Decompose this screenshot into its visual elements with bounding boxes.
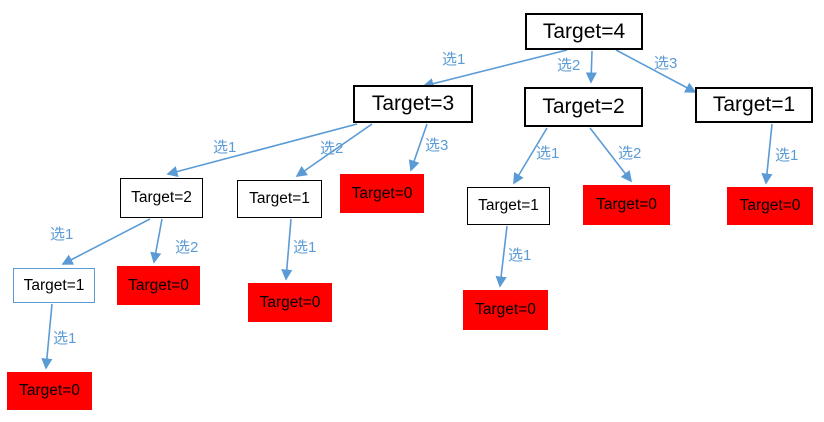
edge-t3-to-t0 bbox=[408, 123, 428, 172]
node-target0-leaf-5: Target=0 bbox=[248, 283, 332, 322]
edge-label-t2d-choice1: 选1 bbox=[50, 226, 74, 243]
node-target1-level3-right: Target=1 bbox=[467, 187, 550, 225]
edge-label-root-choice3: 选3 bbox=[654, 55, 678, 72]
edge-root-to-target1 bbox=[615, 49, 697, 93]
edge-label-t1c-choice1: 选1 bbox=[775, 147, 799, 164]
node-target4-root: Target=4 bbox=[525, 13, 643, 50]
node-target0-leaf-1: Target=0 bbox=[340, 174, 424, 213]
edge-label-t1e-choice1: 选1 bbox=[293, 239, 317, 256]
edge-root-to-target3 bbox=[422, 49, 568, 90]
edge-t1c-to-t0 bbox=[761, 123, 773, 185]
node-target0-leaf-4: Target=0 bbox=[117, 266, 200, 305]
node-target1-level4-blue-border: Target=1 bbox=[13, 268, 95, 303]
edge-label-t2d-choice2: 选2 bbox=[175, 239, 199, 256]
edge-label-t1g-choice1: 选1 bbox=[508, 247, 532, 264]
edge-t3-to-t2 bbox=[166, 123, 358, 177]
node-target0-leaf-3: Target=0 bbox=[727, 187, 813, 225]
node-target2-level2: Target=2 bbox=[524, 87, 643, 127]
edge-label-t3-choice3: 选3 bbox=[425, 137, 449, 154]
node-target1-level3-left: Target=1 bbox=[237, 180, 322, 218]
edge-t2d-to-t1 bbox=[61, 218, 151, 265]
node-target0-leaf-2: Target=0 bbox=[583, 185, 670, 225]
node-target3: Target=3 bbox=[353, 85, 473, 123]
edge-t1g-to-t0 bbox=[495, 225, 508, 288]
edge-root-to-target2 bbox=[585, 50, 597, 84]
node-target1-level2: Target=1 bbox=[695, 87, 813, 123]
node-target0-leaf-7: Target=0 bbox=[7, 372, 92, 410]
edge-t2b-to-t0 bbox=[589, 127, 633, 183]
edge-label-t3-choice2: 选2 bbox=[320, 140, 344, 157]
edge-label-t1j-choice1: 选1 bbox=[53, 330, 77, 347]
edge-label-root-choice1: 选1 bbox=[442, 51, 466, 68]
edge-label-t2b-choice1: 选1 bbox=[536, 145, 560, 162]
edge-label-t2b-choice2: 选2 bbox=[618, 145, 642, 162]
edge-t1e-to-t0 bbox=[281, 218, 293, 281]
edge-t2d-to-t0 bbox=[150, 218, 163, 264]
edge-t3-to-t1 bbox=[295, 123, 373, 177]
edge-t1j-to-t0 bbox=[41, 303, 53, 370]
node-target0-leaf-6: Target=0 bbox=[463, 290, 548, 330]
edge-label-root-choice2: 选2 bbox=[557, 57, 581, 74]
edge-t2b-to-t1 bbox=[513, 127, 548, 185]
node-target2-level3: Target=2 bbox=[120, 178, 203, 218]
edge-label-t3-choice1: 选1 bbox=[213, 139, 237, 156]
